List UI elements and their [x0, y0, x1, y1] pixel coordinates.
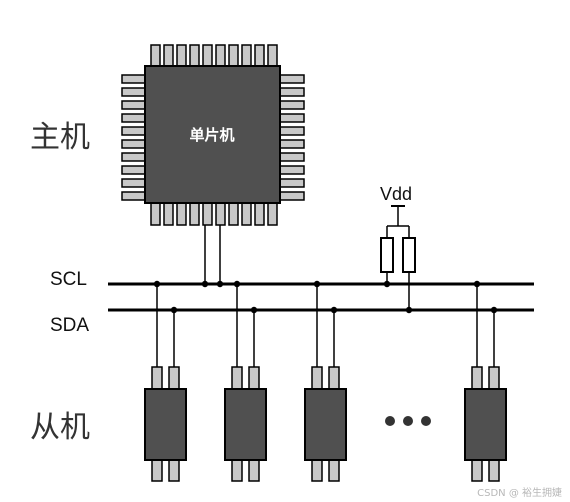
pull-up-resistor-sda: [402, 237, 416, 273]
mcu-right-pins: [279, 74, 305, 201]
mcu-chip-body: [144, 65, 281, 204]
mcu-chip: 单片机: [121, 44, 305, 226]
mcu-bottom-pins: [150, 202, 278, 226]
mcu-label: 单片机: [189, 126, 234, 144]
slave-device-4: [464, 284, 507, 482]
junction-dots: [153, 280, 498, 314]
pull-up-resistors: [380, 205, 416, 310]
mcu-bus-wires: [204, 225, 221, 284]
scl-label: SCL: [50, 269, 87, 290]
mcu-top-pins: [150, 44, 278, 68]
slave-label: 从机: [30, 410, 90, 445]
vdd-label: Vdd: [380, 184, 412, 204]
watermark: CSDN @ 裕生拥婕: [477, 486, 562, 499]
master-label: 主机: [30, 120, 90, 155]
mcu-left-pins: [121, 74, 147, 201]
ellipsis-dots-icon: [385, 416, 431, 426]
pull-up-resistor-scl: [380, 237, 394, 273]
slave-device-3: [304, 284, 347, 482]
slave-device-1: [144, 284, 187, 482]
slave-device-2: [224, 284, 267, 482]
sda-label: SDA: [50, 315, 89, 336]
